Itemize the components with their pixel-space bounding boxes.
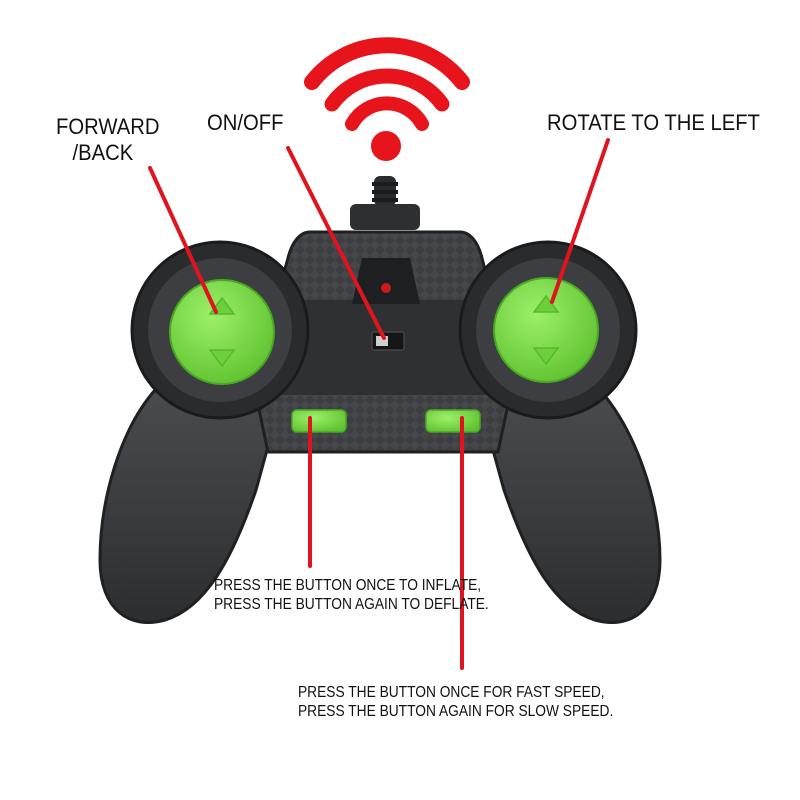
arrow-down-icon xyxy=(208,349,236,368)
speed-button[interactable] xyxy=(425,409,481,433)
inflate-button[interactable] xyxy=(291,409,347,433)
pointer-forward-back xyxy=(148,166,218,314)
led-indicator-icon xyxy=(352,258,420,304)
pointer-lines xyxy=(148,138,610,670)
right-grip xyxy=(480,388,662,624)
pointer-on-off xyxy=(286,146,386,340)
rotate-button[interactable] xyxy=(493,277,599,383)
label-on-off: ON/OFF xyxy=(207,110,284,135)
wifi-signal-icon xyxy=(304,37,470,161)
forward-back-button[interactable] xyxy=(169,279,275,385)
left-grip xyxy=(98,388,280,624)
label-rotate-left: ROTATE TO THE LEFT xyxy=(547,110,760,135)
arrow-down-icon xyxy=(532,347,560,366)
label-inflate-instructions: PRESS THE BUTTON ONCE TO INFLATE, PRESS … xyxy=(214,577,489,614)
pointer-rotate xyxy=(550,138,610,304)
power-switch-icon[interactable] xyxy=(371,331,405,351)
label-forward-back: FORWARD /BACK xyxy=(56,114,160,166)
antenna xyxy=(350,176,420,230)
label-speed-instructions: PRESS THE BUTTON ONCE FOR FAST SPEED, PR… xyxy=(298,684,614,721)
